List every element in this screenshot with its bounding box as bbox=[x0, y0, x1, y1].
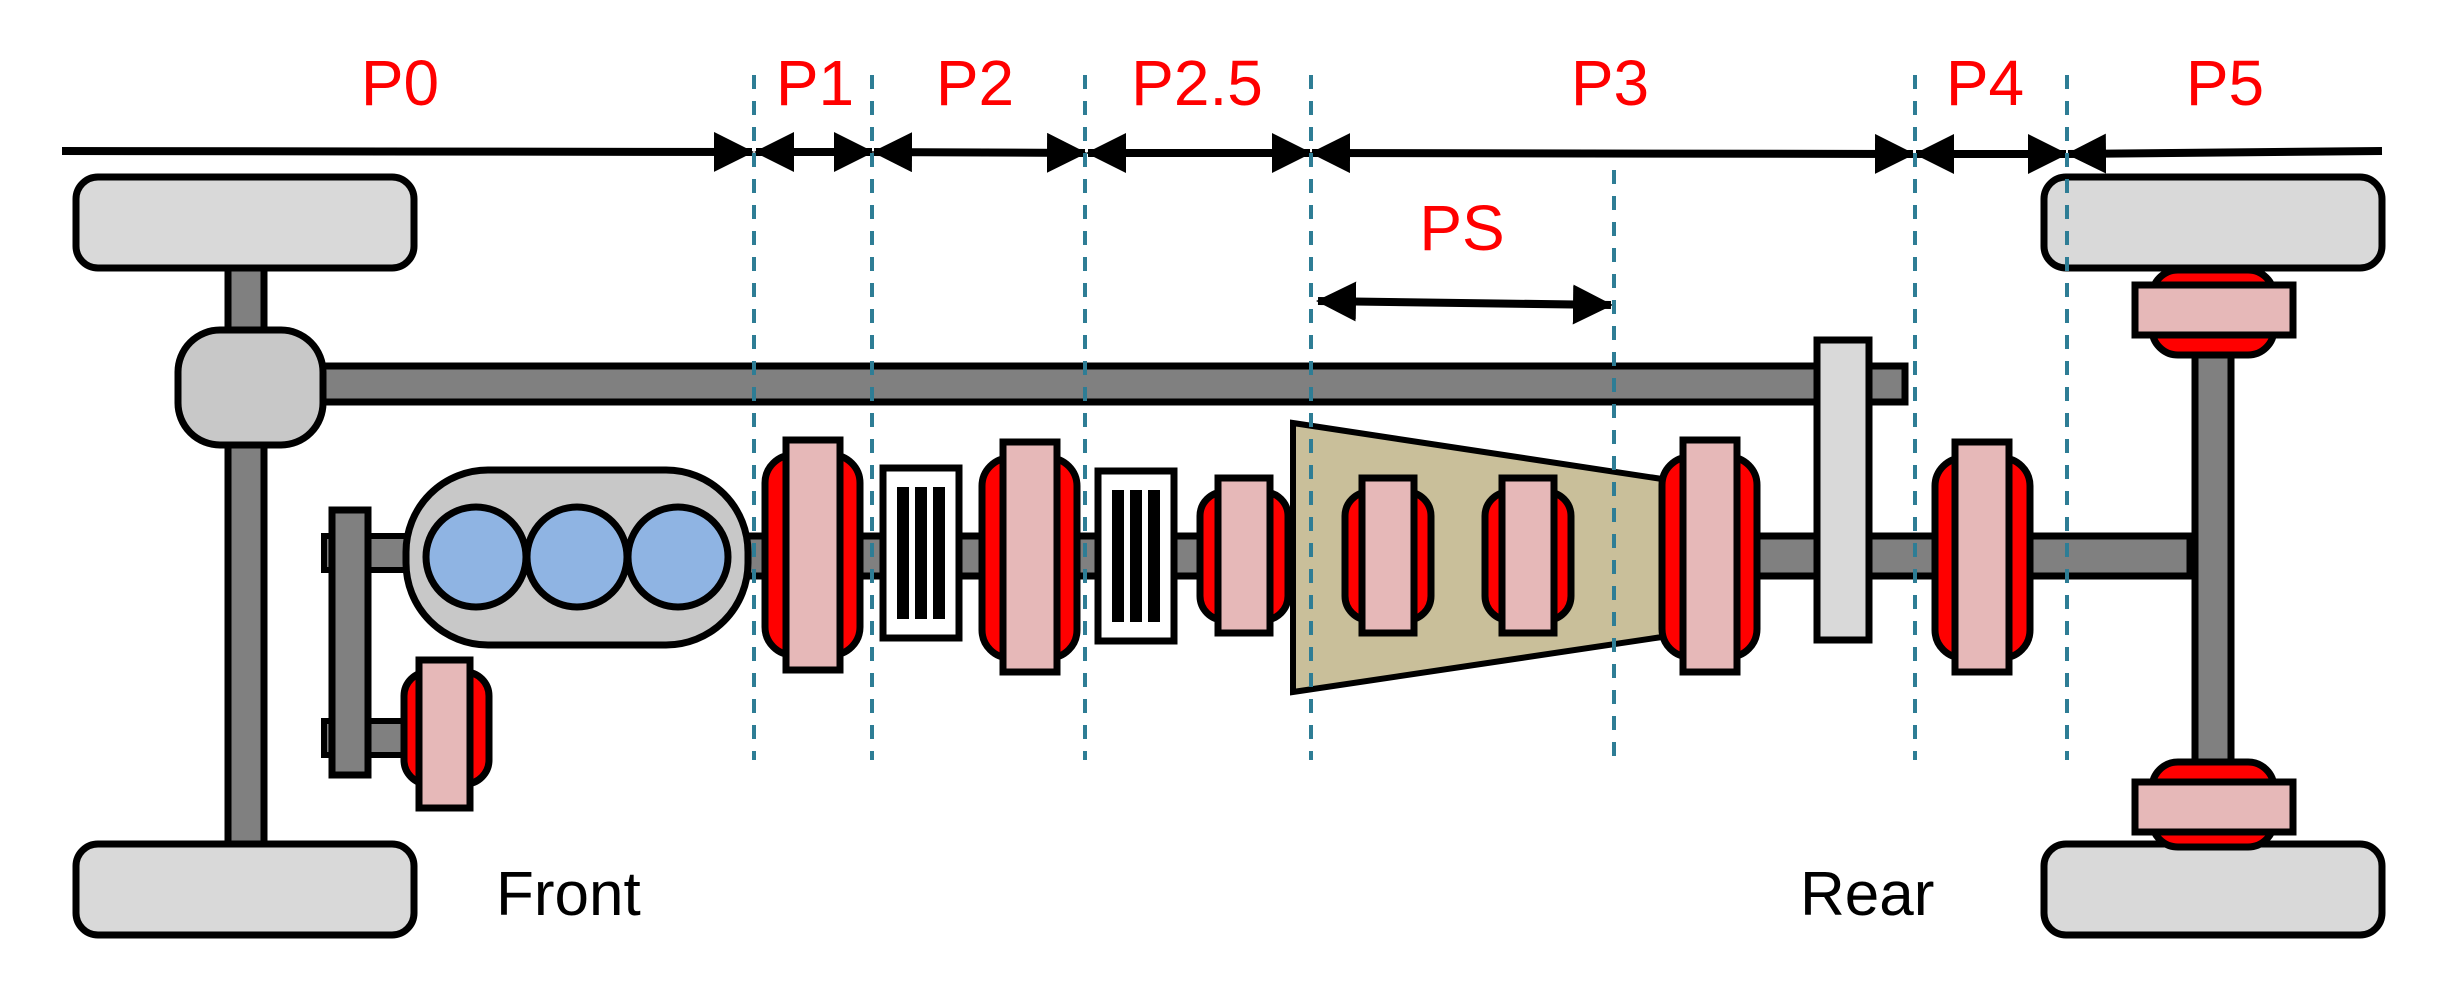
label-p2-5: P2.5 bbox=[1131, 47, 1263, 119]
motor-p2-core bbox=[999, 438, 1061, 676]
motors-p5 bbox=[2131, 266, 2297, 851]
label-p5: P5 bbox=[2186, 47, 2264, 119]
label-p1: P1 bbox=[776, 47, 854, 119]
position-arrows bbox=[61, 131, 2383, 325]
engine-cylinder-2 bbox=[523, 503, 631, 611]
wheel-rear-left bbox=[2040, 173, 2386, 272]
motor-p5-bottom-core bbox=[2131, 778, 2297, 836]
clutch-p2-p2-5 bbox=[1094, 467, 1178, 645]
engine-cylinder-1 bbox=[422, 503, 530, 611]
arrow-p0 bbox=[61, 131, 754, 172]
arrow-p3 bbox=[1310, 133, 1915, 174]
motor-ps-2-core bbox=[1498, 474, 1558, 637]
label-p4: P4 bbox=[1946, 47, 2024, 119]
motor-p0-core bbox=[415, 656, 474, 812]
wheel-rear-right bbox=[2040, 840, 2386, 939]
motor-p4-core bbox=[1951, 438, 2013, 676]
motor-p2-5-core bbox=[1214, 474, 1274, 637]
arrow-ps bbox=[1316, 281, 1613, 325]
motor-p3-core bbox=[1679, 436, 1741, 676]
label-front: Front bbox=[496, 860, 641, 929]
label-p2: P2 bbox=[936, 47, 1014, 119]
wheel-front-left bbox=[72, 173, 418, 272]
propeller-shaft bbox=[311, 362, 1909, 406]
p0-belt bbox=[328, 506, 372, 779]
label-ps: PS bbox=[1419, 192, 1504, 264]
motor-ps-1-core bbox=[1358, 474, 1418, 637]
engine-cylinder-3 bbox=[624, 503, 732, 611]
label-p0: P0 bbox=[361, 47, 439, 119]
front-differential bbox=[174, 326, 327, 449]
wheel-front-right bbox=[72, 840, 418, 939]
rear-differential bbox=[1813, 336, 1873, 644]
label-p3: P3 bbox=[1571, 47, 1649, 119]
motors bbox=[400, 436, 2034, 812]
motor-p5-top-core bbox=[2131, 281, 2297, 339]
arrow-p2 bbox=[872, 132, 1087, 173]
clutch-p1-p2 bbox=[879, 464, 963, 642]
arrow-p5 bbox=[2066, 133, 2383, 174]
position-markers bbox=[752, 75, 2069, 760]
motor-p1-core bbox=[782, 436, 844, 674]
label-rear: Rear bbox=[1800, 860, 1934, 929]
